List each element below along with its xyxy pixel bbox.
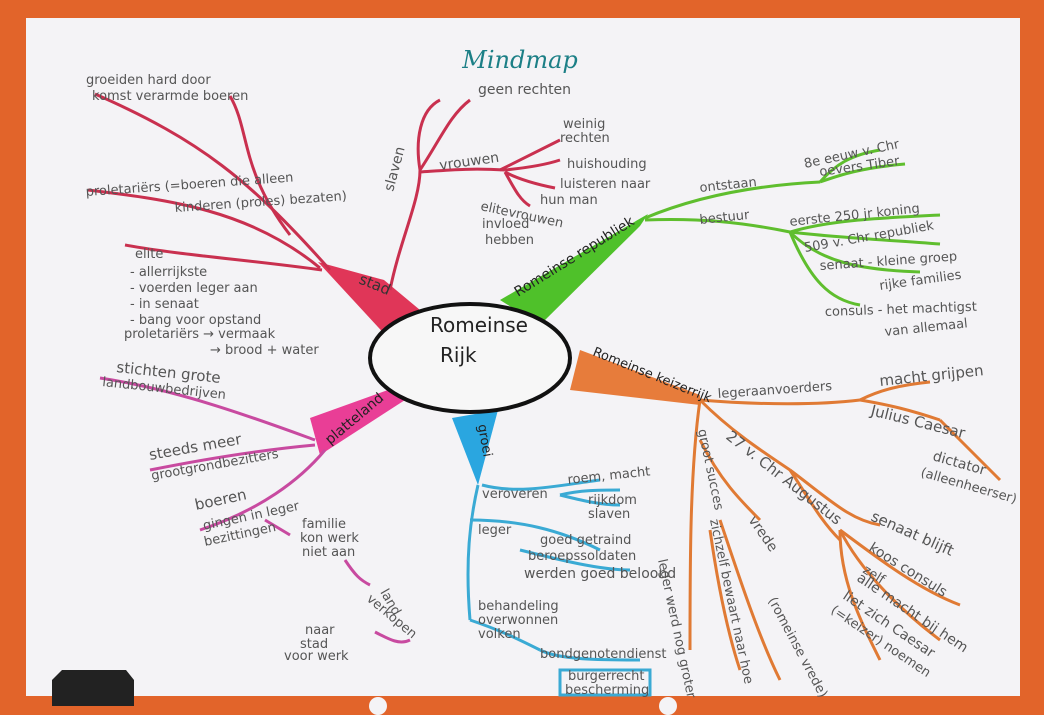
vrouwen-item: huishouding — [567, 157, 647, 172]
groei-item: leger — [478, 523, 512, 538]
branch-platteland — [99, 376, 411, 644]
groei-items: veroveren roem, macht rijkdom slaven leg… — [478, 464, 676, 698]
platteland-item: niet aan — [302, 545, 355, 560]
branch-keizerrijk-wedge — [570, 350, 700, 405]
branch-keizerrijk — [570, 350, 1002, 681]
groei-item: overwonnen — [478, 613, 558, 628]
stad-item: groeiden hard door — [86, 73, 211, 88]
vrouwen-item: hun man — [540, 193, 598, 208]
groei-item: werden goed beloond — [524, 566, 676, 582]
stad-item: proletariërs → vermaak — [124, 327, 276, 342]
stad-item: elite — [135, 247, 163, 262]
republiek-items: ontstaan 8e eeuw v. Chr oevers Tiber bes… — [699, 137, 977, 340]
stad-items: groeiden hard door komst verarmde boeren… — [85, 73, 347, 358]
stad-item: → brood + water — [210, 343, 319, 358]
branch-platteland-wedge — [310, 382, 410, 455]
geen-rechten-label: geen rechten — [478, 82, 571, 98]
groei-item: rijkdom — [588, 493, 637, 508]
groei-item: bescherming — [565, 683, 649, 698]
groei-item: beroepssoldaten — [528, 549, 636, 564]
binder-hole — [369, 697, 387, 715]
groei-item: veroveren — [482, 487, 548, 502]
branch-republiek — [500, 148, 941, 325]
bestuur-label: bestuur — [699, 208, 751, 228]
vrouwen-item: hebben — [485, 233, 534, 248]
stad-item: - allerrijkste — [130, 265, 207, 280]
stad-item: - voerden leger aan — [130, 281, 258, 296]
stad-item: - in senaat — [130, 297, 199, 312]
platteland-item: voor werk — [284, 649, 349, 664]
center-label-line1: Romeinse — [430, 313, 528, 337]
vrouwen-item: rechten — [560, 131, 610, 146]
groei-item: goed getraind — [540, 533, 631, 548]
center-node — [368, 302, 572, 414]
binder-hole — [659, 697, 677, 715]
center-label-line2: Rijk — [440, 343, 477, 367]
ontstaan-label: ontstaan — [699, 175, 758, 196]
branch-groei-label: groei — [474, 423, 494, 458]
groei-item: bondgenotendienst — [540, 647, 666, 662]
stad-item: komst verarmde boeren — [92, 89, 248, 104]
platteland-item: kon werk — [300, 531, 359, 546]
republiek-item: consuls - het machtigst — [825, 300, 977, 320]
stad-item: - bang voor opstand — [130, 313, 261, 328]
vrouwen-item: invloed — [482, 217, 529, 232]
groei-item: behandeling — [478, 599, 559, 614]
platteland-item: naar — [305, 623, 335, 638]
branch-stad — [87, 92, 561, 340]
branch-republiek-wedge — [500, 214, 648, 325]
branch-groei-wedge — [452, 410, 498, 485]
branch-groei — [452, 410, 652, 697]
platteland-item: familie — [302, 517, 346, 532]
platteland-item: stad — [300, 637, 328, 652]
folder-tab — [52, 670, 134, 706]
vrouwen-item: luisteren naar — [560, 177, 651, 192]
vrouwen-items: weinig rechten huishouding luisteren naa… — [479, 117, 651, 248]
groei-item: burgerrecht — [568, 669, 645, 684]
groei-item: slaven — [588, 507, 630, 522]
vrouwen-item: weinig — [563, 117, 605, 132]
page-title: Mindmap — [461, 46, 578, 74]
groei-item: volken — [478, 627, 521, 642]
